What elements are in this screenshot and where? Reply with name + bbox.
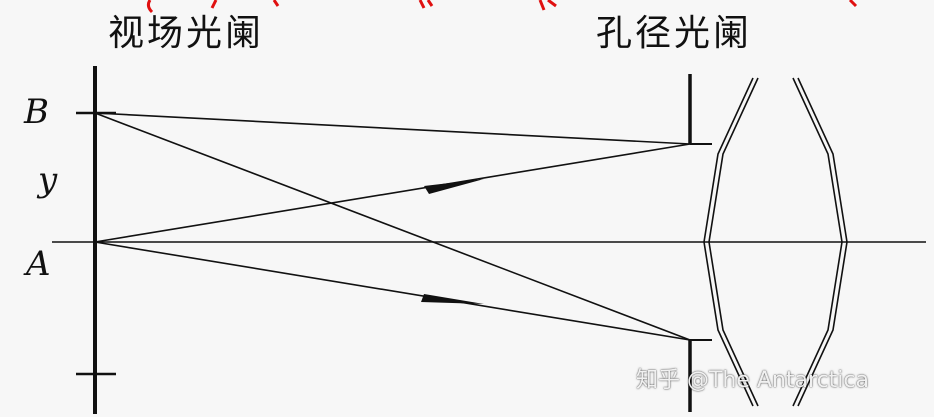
arrow-upper-ray xyxy=(424,179,484,194)
clipped-red-text-fragments xyxy=(146,0,858,14)
arrow-lower-ray xyxy=(421,294,484,304)
ray-a-to-lower-edge xyxy=(94,241,691,341)
lens xyxy=(703,77,848,407)
point-a-label: A xyxy=(26,244,51,284)
height-y-label: y xyxy=(38,160,58,200)
rays xyxy=(94,112,691,341)
ray-b-to-upper-edge xyxy=(94,112,691,145)
field-stop-label: 视场光阑 xyxy=(108,13,265,54)
point-b-label: B xyxy=(24,92,49,132)
aperture-stop-label: 孔径光阑 xyxy=(596,13,753,54)
ray-b-to-lower-edge xyxy=(94,112,691,341)
ray-a-to-upper-edge xyxy=(94,143,691,243)
watermark: 知乎 @The Antarctica xyxy=(636,368,869,393)
